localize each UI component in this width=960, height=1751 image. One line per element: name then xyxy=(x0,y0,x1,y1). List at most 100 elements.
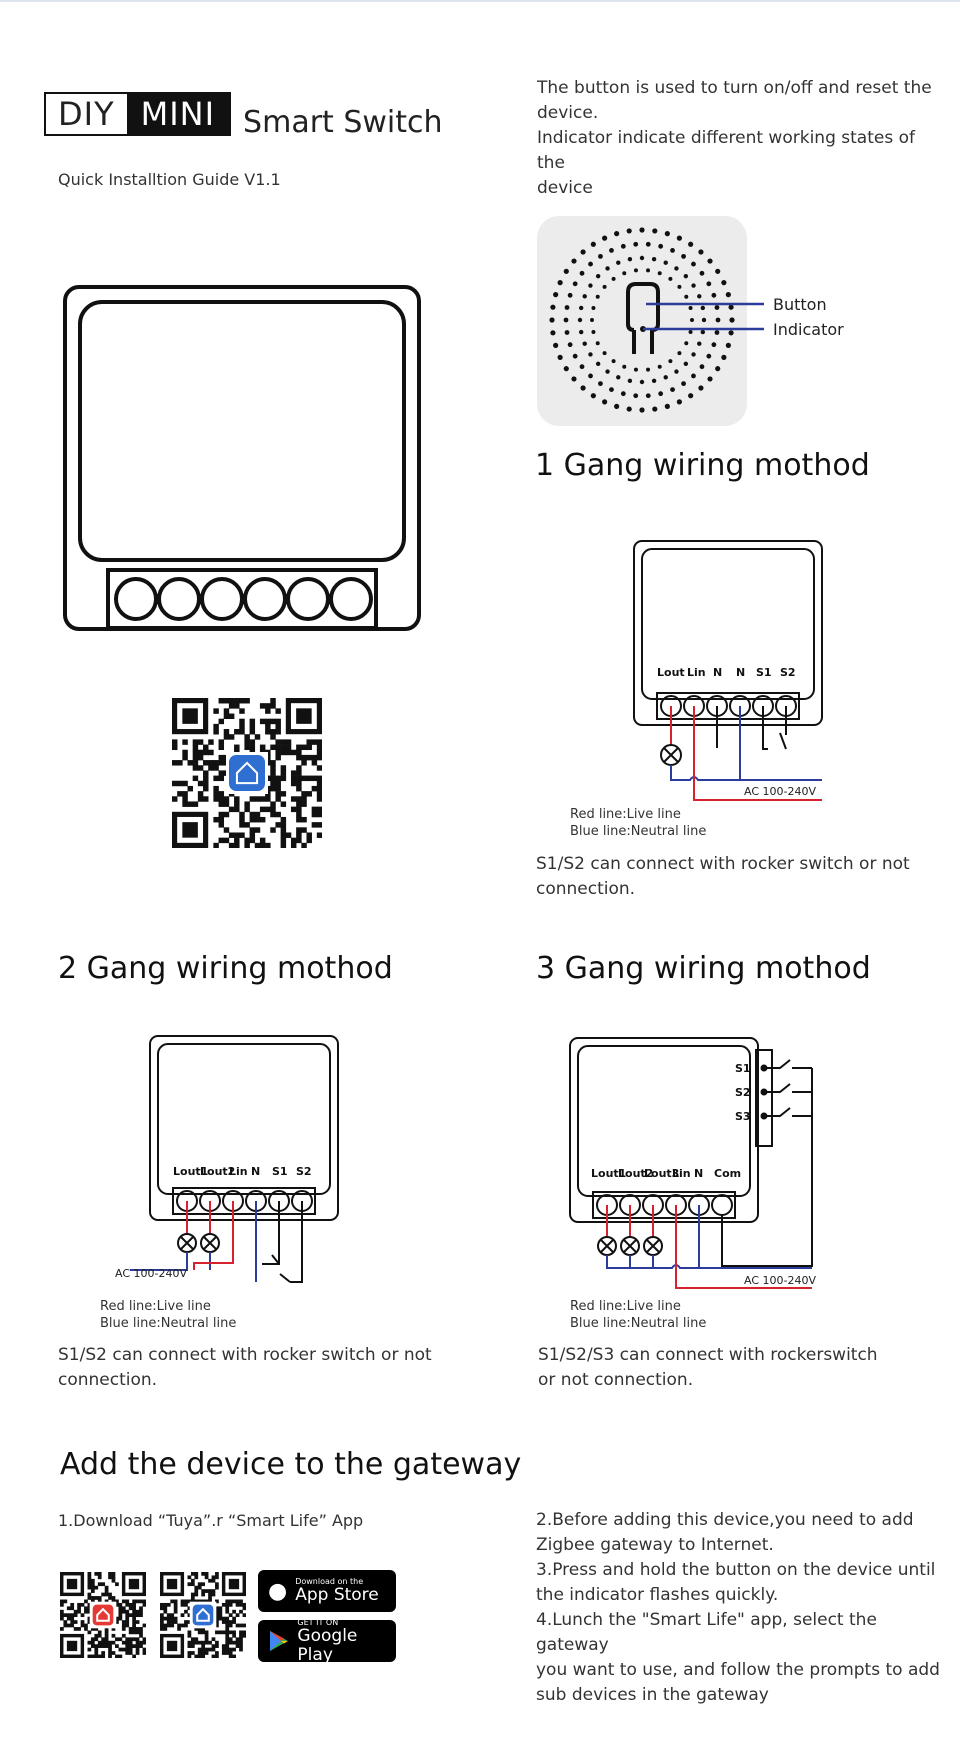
terminal-label: N xyxy=(736,666,745,679)
note-line: S1/S2/S3 can connect with rockerswitch xyxy=(538,1345,878,1365)
button-indicator-diagram: Button Indicator xyxy=(537,216,844,426)
module-face xyxy=(641,548,815,700)
top-border xyxy=(0,0,960,2)
app-store-badge[interactable]: ● Download on the App Store xyxy=(258,1570,396,1612)
gateway-steps: 2.Before adding this device,you need to … xyxy=(536,1508,946,1708)
legend-red: Red line:Live line xyxy=(570,807,681,822)
module-outline xyxy=(569,1037,759,1223)
button-label: Button xyxy=(773,295,827,314)
note-line: connection. xyxy=(536,879,636,899)
gang3-legend: Red line:Live line Blue line:Neutral lin… xyxy=(570,1298,706,1332)
gang2-legend: Red line:Live line Blue line:Neutral lin… xyxy=(100,1298,236,1332)
module-face xyxy=(157,1043,331,1195)
terminal-block xyxy=(106,568,378,630)
terminal-label: Lin xyxy=(687,666,706,679)
note-line: or not connection. xyxy=(538,1370,694,1390)
legend-blue: Blue line:Neutral line xyxy=(570,824,707,839)
google-play-small: GET IT ON xyxy=(297,1617,339,1627)
note-line: S1/S2 can connect with rocker switch or … xyxy=(58,1345,432,1365)
app-store-text: Download on the App Store xyxy=(295,1577,379,1605)
google-play-badge[interactable]: GET IT ON Google Play xyxy=(258,1618,396,1665)
step-line: 2.Before adding this device,you need to … xyxy=(536,1510,914,1530)
module-outline xyxy=(633,540,823,726)
side-terminal-label: S2 xyxy=(735,1086,751,1099)
gateway-step1: 1.Download “Tuya”.r “Smart Life” App xyxy=(58,1511,364,1530)
gang2-note: S1/S2 can connect with rocker switch or … xyxy=(58,1343,432,1393)
legend-red: Red line:Live line xyxy=(570,1299,681,1314)
step-line: the indicator flashes quickly. xyxy=(536,1585,779,1605)
live-wire xyxy=(675,1205,812,1289)
live-wire xyxy=(193,1201,234,1270)
device-top-background xyxy=(537,216,747,426)
terminal-label: Lout1 xyxy=(173,1165,208,1178)
legend-blue: Blue line:Neutral line xyxy=(570,1316,707,1331)
step-line: you want to use, and follow the prompts … xyxy=(536,1660,940,1680)
module-outline xyxy=(149,1035,339,1221)
gang2-wiring-diagram: Lout1 Lout2 Lin N S1 S2 AC 100-240V xyxy=(115,1035,339,1283)
terminal-label: S1 xyxy=(272,1165,288,1178)
step-line: 4.Lunch the "Smart Life" app, select the… xyxy=(536,1610,877,1655)
gang1-title: 1 Gang wiring mothod xyxy=(535,448,870,483)
gang3-wiring-diagram: Lout1 Lout2 Lout3 Lin N Com S1 S2 S3 AC … xyxy=(569,1037,816,1289)
lamp-icons xyxy=(597,1236,663,1256)
gang1-note: S1/S2 can connect with rocker switch or … xyxy=(536,852,910,902)
tuya-qr-code xyxy=(60,1572,146,1658)
ac-label: AC 100-240V xyxy=(115,1267,187,1280)
terminal-label: Lout3 xyxy=(644,1167,679,1180)
app-store-big: App Store xyxy=(295,1585,379,1605)
gang3-title: 3 Gang wiring mothod xyxy=(536,951,871,986)
gang2-title: 2 Gang wiring mothod xyxy=(58,951,393,986)
device-face xyxy=(78,300,406,562)
terminal-label: N xyxy=(251,1165,260,1178)
terminal-label: Lout xyxy=(657,666,685,679)
terminal-label: Lin xyxy=(229,1165,248,1178)
apple-icon: ● xyxy=(268,1578,288,1604)
terminal-screws xyxy=(596,1194,733,1216)
app-qr-code xyxy=(172,698,322,848)
brand-mini: MINI xyxy=(126,94,230,134)
intro-line: Indicator indicate different working sta… xyxy=(537,128,915,173)
neutral-wire xyxy=(130,1252,211,1271)
brand-logo: DIY MINI Smart Switch xyxy=(44,92,443,140)
step-line: sub devices in the gateway xyxy=(536,1685,769,1705)
terminal-label: Lout2 xyxy=(618,1167,653,1180)
terminal-block xyxy=(656,692,800,720)
terminal-label: S2 xyxy=(780,666,796,679)
gang1-wiring-diagram: Lout Lin N N S1 S2 AC 100-240V xyxy=(633,540,823,801)
device-illustration xyxy=(63,285,421,631)
terminal-label: Lin xyxy=(672,1167,691,1180)
terminal-label: Lout2 xyxy=(200,1165,235,1178)
lamp-cross xyxy=(663,747,679,763)
indicator-label: Indicator xyxy=(773,320,844,339)
terminal-label: S1 xyxy=(756,666,772,679)
rocker-switches xyxy=(262,1201,303,1283)
device-outline xyxy=(63,285,421,631)
brand-box: DIY MINI xyxy=(44,92,232,136)
ac-label: AC 100-240V xyxy=(744,785,816,798)
terminal-label: N xyxy=(694,1167,703,1180)
note-line: connection. xyxy=(58,1370,158,1390)
live-wire xyxy=(693,706,822,801)
terminal-label: Com xyxy=(714,1167,741,1180)
side-terminal-block xyxy=(755,1049,773,1147)
terminal-label: S2 xyxy=(296,1165,312,1178)
rocker-switch xyxy=(762,706,787,750)
intro-paragraph: The button is used to turn on/off and re… xyxy=(537,76,937,201)
app-store-small: Download on the xyxy=(295,1577,364,1586)
terminal-label: Lout1 xyxy=(591,1167,626,1180)
intro-line: The button is used to turn on/off and re… xyxy=(537,78,932,98)
side-terminal-label: S3 xyxy=(735,1110,751,1123)
gang3-note: S1/S2/S3 can connect with rockerswitch o… xyxy=(538,1343,878,1393)
legend-blue: Blue line:Neutral line xyxy=(100,1316,237,1331)
terminal-block xyxy=(592,1191,736,1219)
legend-red: Red line:Live line xyxy=(100,1299,211,1314)
terminal-label: N xyxy=(713,666,722,679)
terminal-screws xyxy=(114,577,373,621)
ac-label: AC 100-240V xyxy=(744,1274,816,1287)
lamp-icons xyxy=(177,1233,220,1253)
led-dot-rings xyxy=(549,227,735,413)
brand-diy: DIY xyxy=(58,95,115,133)
gateway-title: Add the device to the gateway xyxy=(60,1447,522,1482)
step-line: Zigbee gateway to Internet. xyxy=(536,1535,774,1555)
google-play-text: GET IT ON Google Play xyxy=(297,1618,396,1665)
